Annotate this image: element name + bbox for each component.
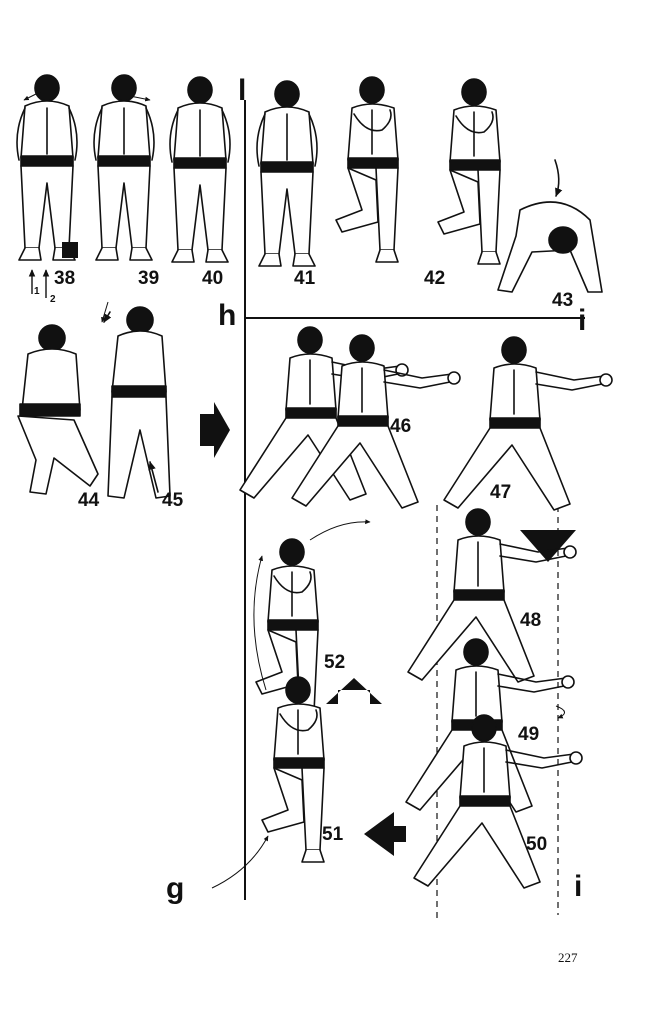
section-marker-l: l (238, 74, 246, 107)
figure-40 (169, 76, 231, 263)
step-label-52: 52 (324, 652, 345, 673)
arrow-right-icon (200, 402, 230, 458)
step-label-44: 44 (78, 490, 100, 511)
transition-arrow-44 (101, 301, 109, 323)
step-label-49: 49 (518, 724, 539, 745)
arrow-down-icon (520, 530, 576, 562)
square-marker (62, 242, 78, 258)
motion-arc-51 (211, 835, 269, 889)
step-label-39: 39 (138, 268, 159, 289)
figure-43 (497, 159, 603, 293)
arrow-left-icon (364, 812, 406, 856)
figure-38 (16, 74, 78, 261)
motion-arc-49 (555, 705, 565, 719)
step-label-46: 46 (390, 416, 411, 437)
figure-45 (103, 306, 171, 499)
figure-47 (443, 336, 613, 511)
step-label-47: 47 (490, 482, 511, 503)
figure-44 (17, 324, 99, 495)
step-label-42: 42 (424, 268, 445, 289)
step-label-38: 38 (54, 268, 75, 289)
section-marker-h: h (218, 299, 236, 332)
figure-39 (93, 74, 155, 261)
step-label-50: 50 (526, 834, 547, 855)
motion-arc-46 (309, 519, 371, 541)
section-marker-i-top: i (578, 304, 586, 337)
page-number: 227 (558, 950, 578, 965)
foot-arrow-label-1: 1 (34, 286, 40, 297)
arrow-up-icon (326, 678, 382, 704)
step-label-40: 40 (202, 268, 223, 289)
motion-arc-52 (253, 555, 267, 691)
step-label-48: 48 (520, 610, 541, 631)
figure-41b (335, 76, 399, 263)
figure-42 (437, 78, 501, 265)
step-label-45: 45 (162, 490, 184, 511)
section-marker-g: g (166, 872, 184, 905)
section-marker-i-bottom: i (574, 870, 582, 903)
step-label-41: 41 (294, 268, 316, 289)
foot-arrow-label-2: 2 (50, 294, 56, 305)
figure-41 (256, 80, 318, 267)
step-label-51: 51 (322, 824, 344, 845)
step-label-43: 43 (552, 290, 573, 311)
